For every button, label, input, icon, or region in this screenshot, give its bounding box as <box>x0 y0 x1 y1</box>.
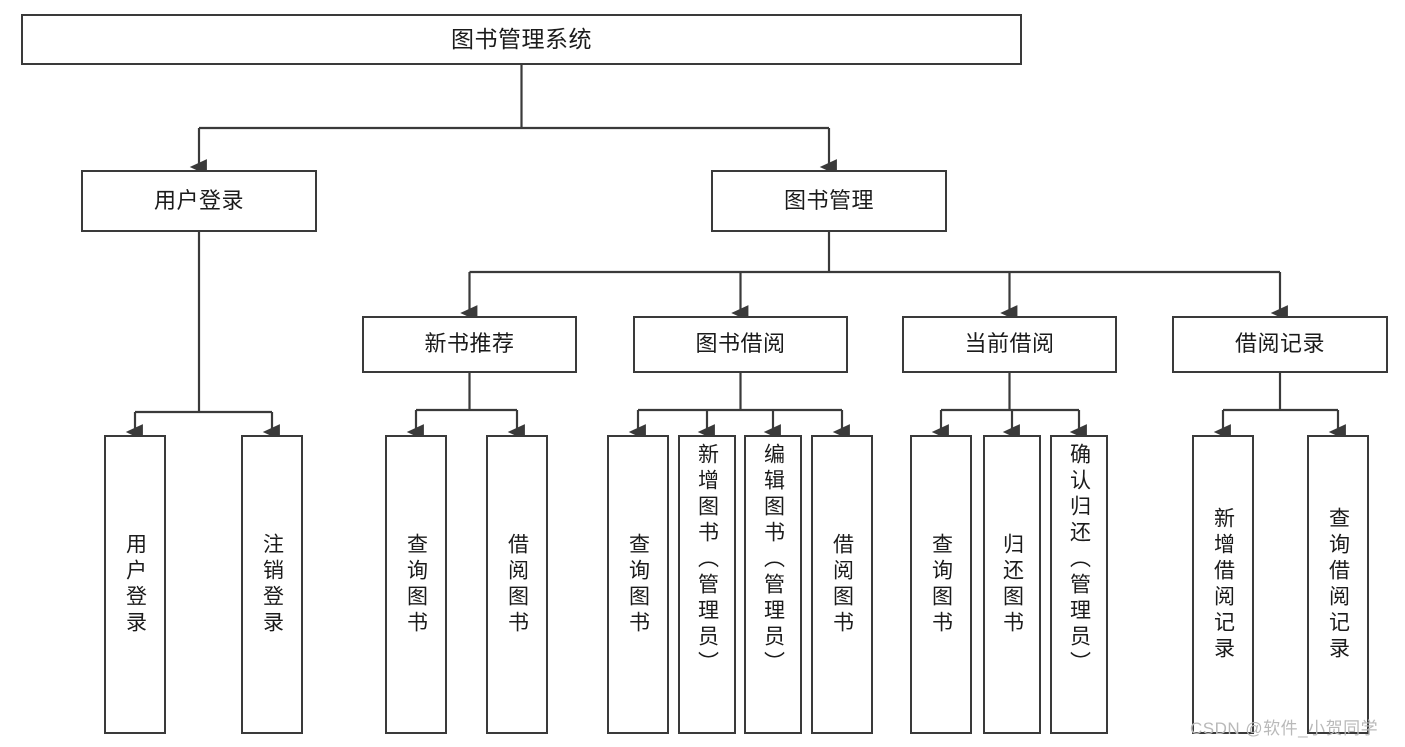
node-l9[interactable]: 查询图书 <box>910 435 972 734</box>
node-newbook[interactable]: 新书推荐 <box>362 316 577 373</box>
node-l12[interactable]: 新增借阅记录 <box>1192 435 1254 734</box>
node-l5[interactable]: 查询图书 <box>607 435 669 734</box>
node-label: 图书借阅 <box>695 331 786 357</box>
node-l4[interactable]: 借阅图书 <box>486 435 548 734</box>
node-label: 确认归还（管理员） <box>1067 443 1091 677</box>
node-l3[interactable]: 查询图书 <box>385 435 447 734</box>
node-l8[interactable]: 借阅图书 <box>811 435 873 734</box>
node-l10[interactable]: 归还图书 <box>983 435 1041 734</box>
node-label: 借阅图书 <box>505 532 529 637</box>
node-current[interactable]: 当前借阅 <box>902 316 1117 373</box>
node-records[interactable]: 借阅记录 <box>1172 316 1388 373</box>
node-label: 当前借阅 <box>964 331 1055 357</box>
node-root[interactable]: 图书管理系统 <box>21 14 1022 65</box>
node-label: 借阅记录 <box>1234 331 1325 357</box>
node-label: 图书管理系统 <box>451 25 592 52</box>
watermark: CSDN @软件_小贺同学 <box>1190 719 1379 738</box>
node-l2[interactable]: 注销登录 <box>241 435 303 734</box>
node-label: 用户登录 <box>153 187 244 213</box>
node-bookmgmt[interactable]: 图书管理 <box>711 170 947 232</box>
node-login[interactable]: 用户登录 <box>81 170 317 232</box>
node-l1[interactable]: 用户登录 <box>104 435 166 734</box>
node-l7[interactable]: 编辑图书（管理员） <box>744 435 802 734</box>
node-label: 归还图书 <box>1000 532 1024 637</box>
node-l6[interactable]: 新增图书（管理员） <box>678 435 736 734</box>
node-label: 查询借阅记录 <box>1326 506 1350 663</box>
node-label: 查询图书 <box>404 532 428 637</box>
node-label: 查询图书 <box>626 532 650 637</box>
node-label: 编辑图书（管理员） <box>761 443 785 677</box>
node-label: 新书推荐 <box>424 331 515 357</box>
node-label: 用户登录 <box>123 532 147 637</box>
node-label: 借阅图书 <box>830 532 854 637</box>
node-l11[interactable]: 确认归还（管理员） <box>1050 435 1108 734</box>
node-label: 查询图书 <box>929 532 953 637</box>
node-label: 新增图书（管理员） <box>695 443 719 677</box>
node-label: 注销登录 <box>260 532 284 637</box>
node-label: 新增借阅记录 <box>1211 506 1235 663</box>
node-borrow[interactable]: 图书借阅 <box>633 316 848 373</box>
node-l13[interactable]: 查询借阅记录 <box>1307 435 1369 734</box>
node-label: 图书管理 <box>783 187 874 213</box>
